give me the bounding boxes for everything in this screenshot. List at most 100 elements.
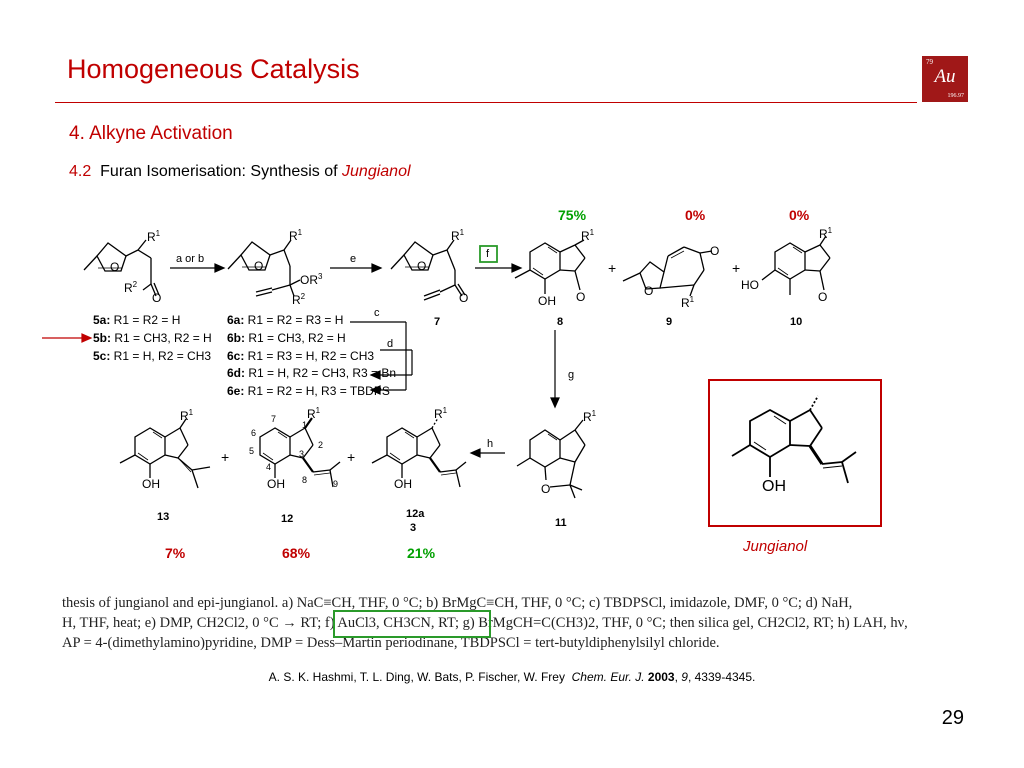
atom-o: O xyxy=(254,259,264,273)
substituent-5c: 5c: R1 = H, R2 = CH3 xyxy=(93,349,212,363)
compound-number: 8 xyxy=(557,316,564,328)
compound-number: 12a xyxy=(406,508,425,520)
yield-8: 75% xyxy=(558,207,587,223)
reagent-label: h xyxy=(487,438,494,450)
atom-number: 9 xyxy=(333,479,339,489)
step-f-highlight-box xyxy=(333,610,491,638)
atom-r2: R2 xyxy=(292,292,306,307)
atom-o: O xyxy=(576,290,586,304)
substituent-5a: 5a: R1 = R2 = H xyxy=(93,313,181,327)
compound-number: 12 xyxy=(281,513,294,525)
atom-oh: OH xyxy=(267,477,285,491)
title-divider xyxy=(55,102,917,103)
reagent-label: a or b xyxy=(176,253,205,265)
atom-number: 1 xyxy=(302,420,308,430)
subsection-heading: 4.2 Furan Isomerisation: Synthesis of Ju… xyxy=(69,163,411,181)
literature-reference: A. S. K. Hashmi, T. L. Ding, W. Bats, P.… xyxy=(268,670,756,684)
compound-number: 9 xyxy=(666,316,673,328)
atom-number: 4 xyxy=(266,462,272,472)
jungianol-box xyxy=(708,379,882,527)
compound-11-structure xyxy=(516,419,586,499)
plus-sign: + xyxy=(732,260,741,276)
plus-sign: + xyxy=(608,260,617,276)
jungianol-label: Jungianol xyxy=(743,538,808,555)
reagent-label: f xyxy=(486,248,490,260)
atom-r1: R1 xyxy=(180,408,194,423)
atom-number: 2 xyxy=(318,440,324,450)
reference-pages: , 4339-4345. xyxy=(687,670,756,684)
atom-o: O xyxy=(541,482,551,496)
scheme-caption-line-1: thesis of jungianol and epi-jungianol. a… xyxy=(62,595,853,611)
scheme-caption-line-2: H, THF, heat; e) DMP, CH2Cl2, 0 °C → RT;… xyxy=(62,615,908,631)
atom-number: 6 xyxy=(251,428,257,438)
atom-o: O xyxy=(644,284,654,298)
atom-o: O xyxy=(152,291,162,305)
compound-number: 13 xyxy=(157,511,170,523)
compound-number: 10 xyxy=(790,316,803,328)
compound-10-structure xyxy=(761,235,831,295)
atom-number: 8 xyxy=(302,475,308,485)
atom-number: 5 xyxy=(249,446,255,456)
reference-year: 2003 xyxy=(647,670,675,684)
reagent-f-highlight xyxy=(479,245,498,263)
yield-10: 0% xyxy=(789,207,810,223)
atom-o: O xyxy=(417,259,427,273)
atom-ho: HO xyxy=(741,278,759,292)
jungianol-structure xyxy=(731,395,857,484)
page-number: 29 xyxy=(941,707,964,729)
substituent-6c: 6c: R1 = R3 = H, R2 = CH3 xyxy=(227,349,375,363)
plus-sign: + xyxy=(221,449,230,465)
slide-title: Homogeneous Catalysis xyxy=(67,54,360,84)
subsection-text: Furan Isomerisation: Synthesis of xyxy=(100,163,338,180)
atom-r1: R1 xyxy=(681,295,695,310)
atom-oh: OH xyxy=(538,294,556,308)
substituent-5b: 5b: R1 = CH3, R2 = H xyxy=(93,331,212,345)
atom-r1: R1 xyxy=(581,228,595,243)
reaction-scheme xyxy=(42,235,857,499)
reagent-label: d xyxy=(387,338,394,350)
atom-o: O xyxy=(818,290,828,304)
atom-r1: R1 xyxy=(451,228,465,243)
substituent-6e: 6e: R1 = R2 = H, R3 = TBDPS xyxy=(227,384,390,398)
compound-6-structure xyxy=(227,239,301,297)
compound-number: 7 xyxy=(434,316,441,328)
atom-r1: R1 xyxy=(434,406,448,421)
atom-r1: R1 xyxy=(307,406,321,421)
atom-r2: R2 xyxy=(124,280,138,295)
atom-r1: R1 xyxy=(819,226,833,241)
element-symbol: Au xyxy=(934,66,956,87)
atom-r1: R1 xyxy=(147,229,161,244)
reference-authors: A. S. K. Hashmi, T. L. Ding, W. Bats, P.… xyxy=(268,670,565,684)
atom-oh: OH xyxy=(762,478,786,495)
compound-number: 3 xyxy=(410,522,417,534)
reagent-label: e xyxy=(350,253,357,265)
compound-5-structure xyxy=(83,239,160,297)
subsection-target: Jungianol xyxy=(342,163,411,180)
compound-7-structure xyxy=(390,239,466,301)
atom-or3: OR3 xyxy=(300,272,323,287)
atom-o: O xyxy=(459,291,469,305)
atomic-mass: 196.97 xyxy=(947,93,965,99)
section-heading: 4. Alkyne Activation xyxy=(69,123,233,144)
reference-volume: 9 xyxy=(681,670,688,684)
subsection-number: 4.2 xyxy=(69,163,92,180)
plus-sign: + xyxy=(347,449,356,465)
compound-9-structure xyxy=(622,246,713,297)
compound-12-structure xyxy=(259,417,341,488)
substituent-6d: 6d: R1 = H, R2 = CH3, R3 = Bn xyxy=(227,366,397,380)
yield-9: 0% xyxy=(685,207,706,223)
compound-8-structure xyxy=(514,239,586,294)
atom-number: 7 xyxy=(271,414,277,424)
compound-number: 11 xyxy=(555,517,567,529)
reagent-label: g xyxy=(568,369,575,381)
atom-number: 3 xyxy=(299,449,305,459)
substituent-6a: 6a: R1 = R2 = R3 = H xyxy=(227,313,344,327)
atom-r1: R1 xyxy=(583,409,597,424)
reagent-label: c xyxy=(374,307,380,319)
yield-13: 7% xyxy=(165,545,186,561)
yield-12a: 21% xyxy=(407,545,436,561)
atom-o: O xyxy=(110,260,120,274)
yield-12: 68% xyxy=(282,545,311,561)
substituent-6b: 6b: R1 = CH3, R2 = H xyxy=(227,331,346,345)
atom-oh: OH xyxy=(394,477,412,491)
